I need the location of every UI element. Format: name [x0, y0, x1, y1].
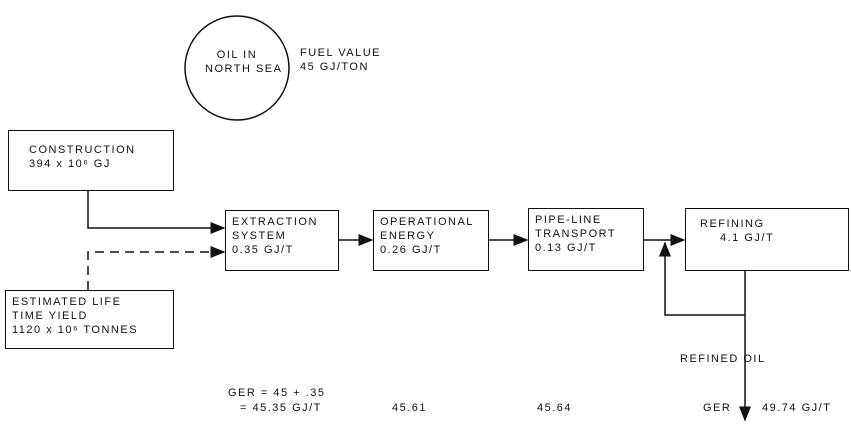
ger-final-label: GER	[703, 402, 732, 414]
output-label: REFINED OIL	[680, 353, 766, 365]
ger-formula: GER = 45 + .35	[228, 387, 326, 399]
ger-pipeline: 45.64	[537, 402, 573, 414]
ger-final-value: 49.74 GJ/T	[762, 402, 832, 414]
source-circle	[184, 15, 290, 121]
yield-dashed-arrow	[87, 246, 226, 290]
ger-extraction: = 45.35 GJ/T	[240, 402, 322, 414]
ger-operational: 45.61	[392, 402, 428, 414]
feedback-arrow	[659, 241, 745, 316]
construction-arrow	[87, 190, 226, 234]
